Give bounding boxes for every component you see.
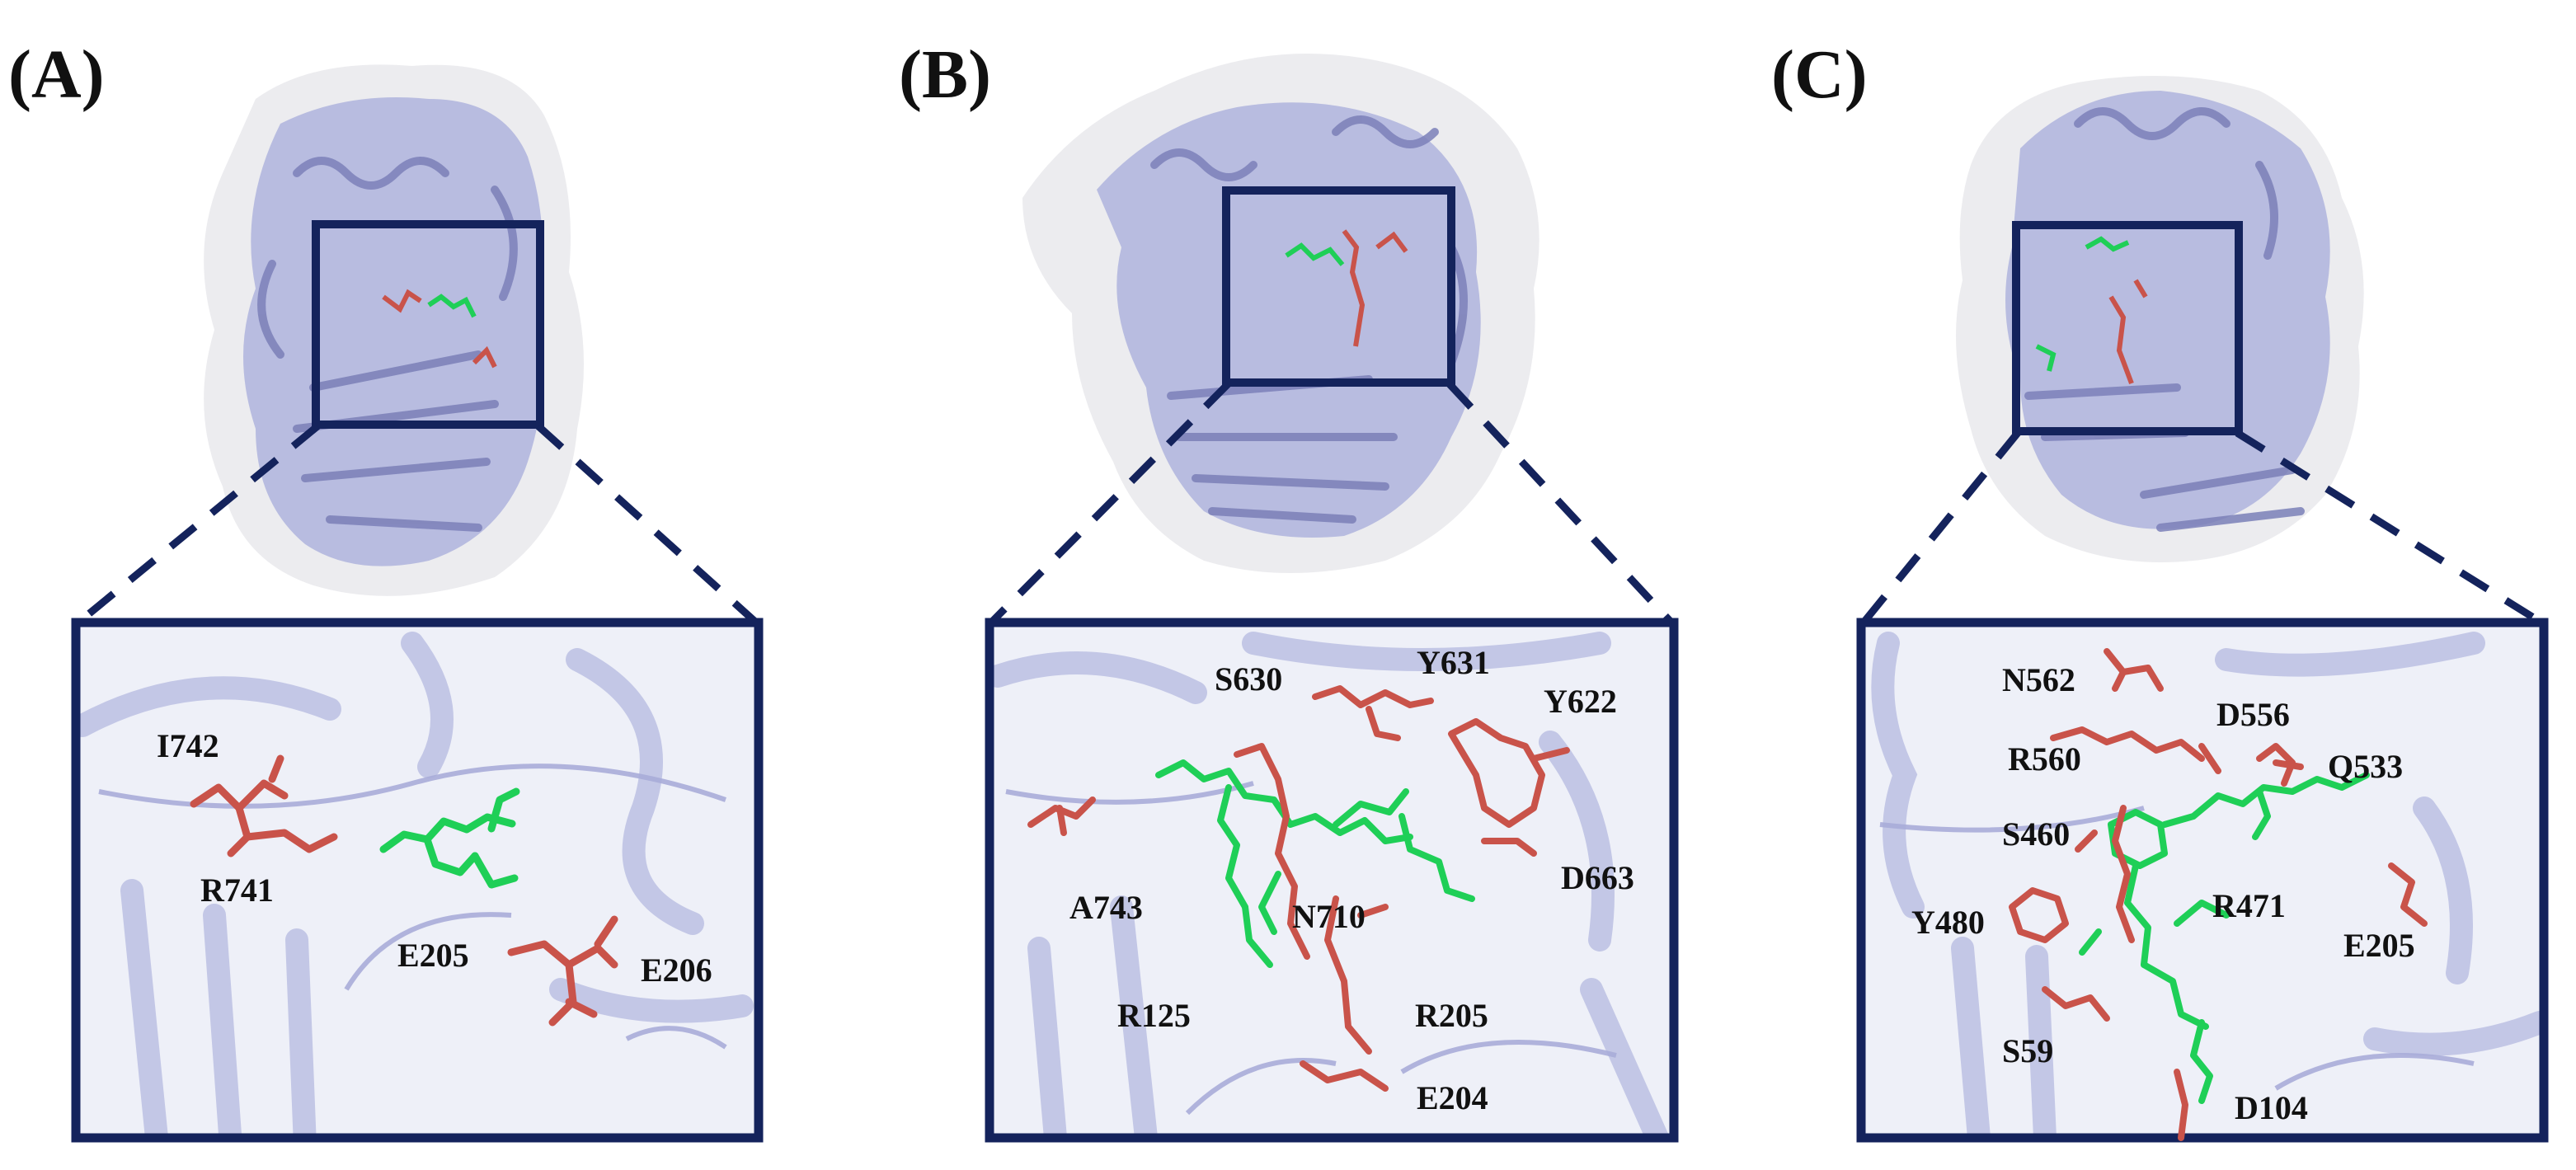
panel-c-zoom-line-left [1860, 430, 2021, 625]
residue-label: Y631 [1417, 644, 1490, 681]
panel-a: (A) [8, 36, 764, 1143]
residue-label: R125 [1117, 997, 1191, 1034]
panel-c-zoom-line-right [2235, 430, 2544, 626]
residue-label: Y480 [1911, 904, 1985, 941]
panel-b: (B) [899, 36, 1679, 1143]
panel-c-protein-overview [1956, 76, 2364, 562]
panel-c-inset-frame [1856, 618, 2549, 1143]
panel-a-ligand [379, 787, 520, 889]
residue-label: A743 [1069, 889, 1143, 926]
residue-label: S460 [2002, 815, 2070, 853]
residue-label: E205 [2343, 927, 2415, 964]
residue-label: D104 [2235, 1089, 2308, 1126]
panel-c-ligand [2079, 772, 2370, 1104]
residue-label: E205 [397, 937, 469, 974]
panel-a-residue-sticks [190, 754, 618, 1027]
panel-c-label: (C) [1771, 36, 1868, 113]
residue-label: I742 [157, 727, 219, 764]
panel-b-zoom-line-right [1446, 381, 1675, 626]
panel-a-protein-overview [204, 64, 584, 596]
panel-a-inset-frame [71, 618, 764, 1143]
panel-a-label: (A) [8, 36, 105, 113]
residue-label: N710 [1292, 898, 1366, 935]
residue-label: S630 [1215, 660, 1282, 698]
residue-label: Y622 [1544, 683, 1617, 720]
residue-label: R741 [200, 872, 274, 909]
residue-label: E204 [1417, 1079, 1488, 1116]
panel-c: (C) [1771, 36, 2549, 1143]
panel-c-residue-sticks [2009, 648, 2428, 1141]
panel-b-residue-sticks [1027, 685, 1570, 1092]
residue-label: Q533 [2328, 748, 2403, 785]
panel-b-label: (B) [899, 36, 991, 113]
panel-b-ligand [1155, 759, 1475, 968]
residue-label: D663 [1561, 859, 1634, 896]
residue-label: R560 [2008, 740, 2081, 778]
residue-label: R471 [2212, 887, 2286, 924]
panel-b-inset-frame [985, 618, 1679, 1143]
residue-label: S59 [2002, 1032, 2053, 1069]
panel-b-selection-box [1222, 186, 1455, 387]
panel-a-overview-ligand [427, 294, 477, 318]
residue-label: R205 [1415, 997, 1488, 1034]
residue-label: N562 [2002, 661, 2075, 698]
panel-b-protein-overview [1022, 54, 1539, 573]
panel-c-selection-box [2012, 221, 2243, 435]
panel-a-inset [71, 618, 764, 1143]
panel-b-zoom-line-left [988, 381, 1231, 626]
panel-a-selection-box [312, 220, 544, 429]
residue-label: D556 [2216, 696, 2290, 733]
panel-c-inset [1856, 618, 2549, 1143]
panel-b-inset [985, 618, 1679, 1143]
residue-label: E206 [641, 952, 712, 989]
